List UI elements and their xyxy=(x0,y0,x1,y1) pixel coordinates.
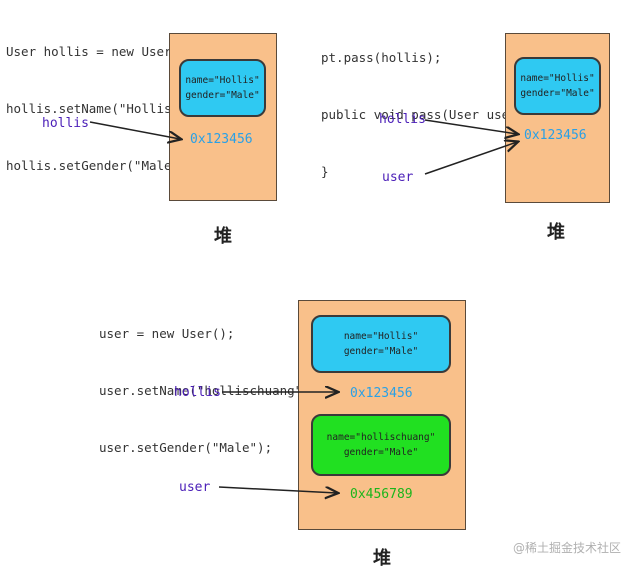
arrow xyxy=(89,121,180,139)
code-line: pt.pass(hollis); xyxy=(321,50,442,65)
code-snippet-2: pt.pass(hollis); public void pass(User u… xyxy=(321,10,539,200)
code-snippet-1: User hollis = new User(); hollis.setName… xyxy=(6,4,194,194)
object-name-field: name="hollischuang" xyxy=(326,432,436,443)
code-line: hollis.setName("Hollis"); xyxy=(6,101,195,116)
variable-hollis: hollis xyxy=(174,385,221,400)
object-name-field: name="Hollis" xyxy=(520,73,595,84)
code-line: hollis.setGender("Male"); xyxy=(6,158,195,173)
code-snippet-3: user = new User(); user.setName("hollisc… xyxy=(99,286,317,476)
code-line: user.setGender("Male"); xyxy=(99,440,273,455)
code-line: user.setName("hollischuang"); xyxy=(99,383,318,398)
watermark: @稀土掘金技术社区 xyxy=(512,541,621,555)
heap-label: 堆 xyxy=(547,222,565,243)
object-gender-field: gender="Male" xyxy=(343,447,419,458)
code-line: } xyxy=(321,164,329,179)
heap-label: 堆 xyxy=(214,226,232,247)
object-name-field: name="Hollis" xyxy=(343,331,419,342)
arrow xyxy=(218,486,337,493)
object-name-field: name="Hollis" xyxy=(185,75,260,86)
address-label: 0x456789 xyxy=(350,487,413,502)
user-object-hollis: name="Hollis" gender="Male" xyxy=(514,57,601,115)
variable-hollis: hollis xyxy=(42,116,89,131)
address-label: 0x123456 xyxy=(350,386,413,401)
code-line: user = new User(); xyxy=(99,326,235,341)
user-object-hollis: name="Hollis" gender="Male" xyxy=(311,315,451,373)
object-gender-field: gender="Male" xyxy=(185,90,260,101)
arrow xyxy=(424,119,517,134)
object-gender-field: gender="Male" xyxy=(343,346,419,357)
user-object-hollischuang: name="hollischuang" gender="Male" xyxy=(311,414,451,476)
object-gender-field: gender="Male" xyxy=(520,88,595,99)
user-object-hollis: name="Hollis" gender="Male" xyxy=(179,59,266,117)
variable-hollis: hollis xyxy=(379,112,426,127)
variable-user: user xyxy=(382,170,414,185)
variable-user: user xyxy=(179,480,211,495)
arrow xyxy=(424,142,517,175)
heap-label: 堆 xyxy=(373,548,391,569)
address-label: 0x123456 xyxy=(190,132,253,147)
address-label: 0x123456 xyxy=(524,128,587,143)
